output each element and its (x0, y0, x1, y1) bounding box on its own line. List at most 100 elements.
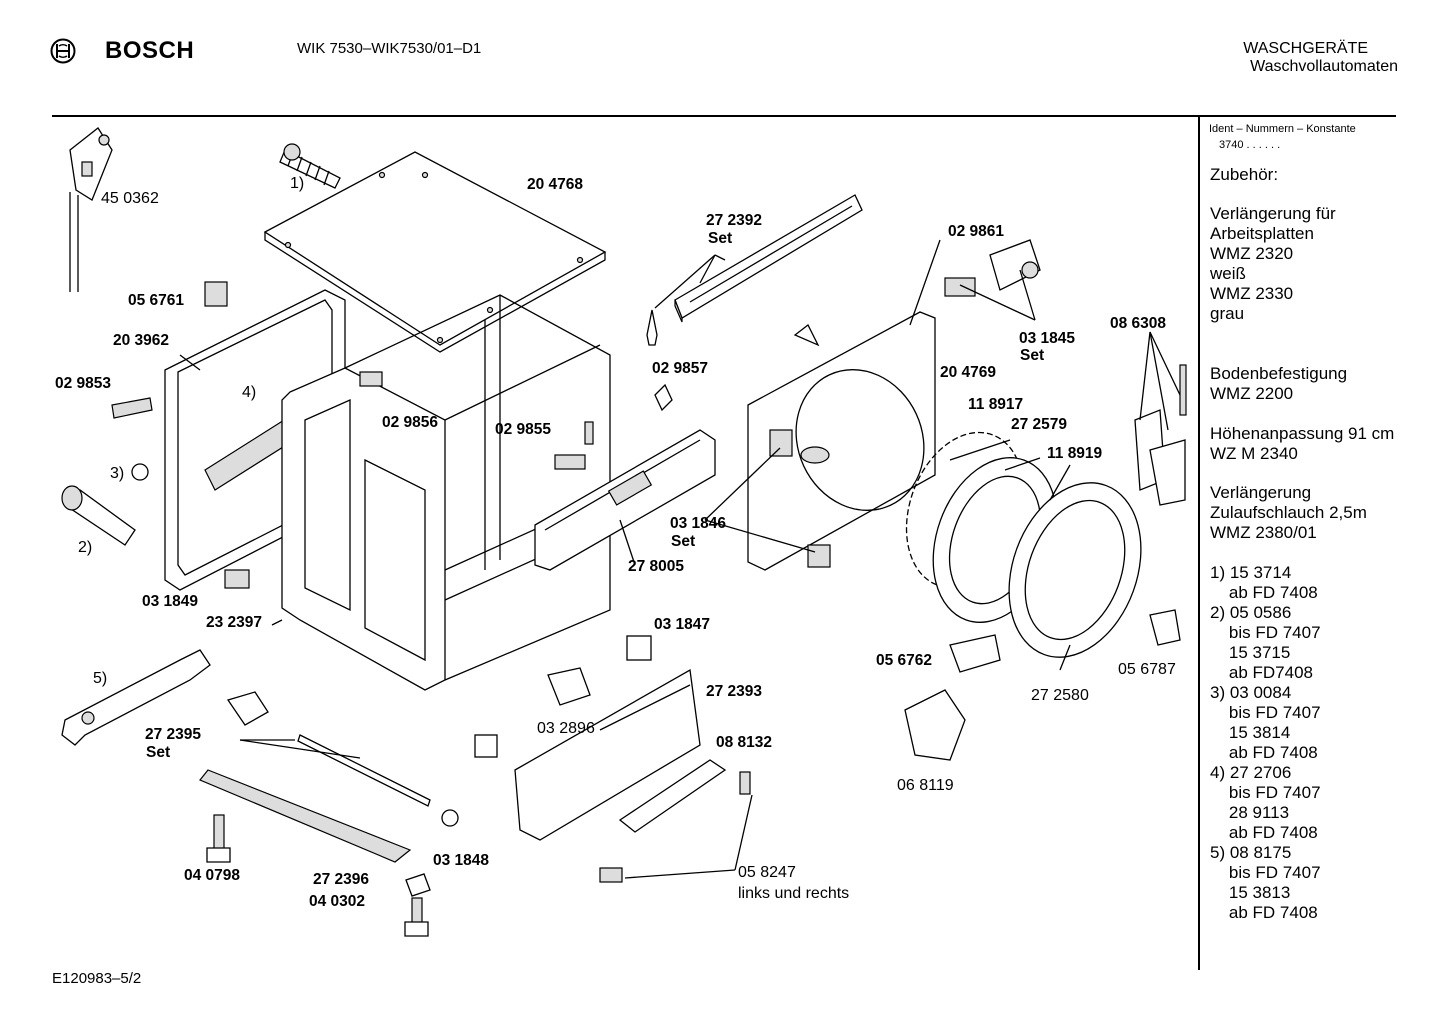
part-label: 06 8119 (897, 777, 954, 794)
clip-icon (111, 281, 751, 883)
accessory-line: weiß (1210, 264, 1246, 283)
part-label: 45 0362 (101, 190, 159, 207)
part-label: 03 2896 (537, 720, 595, 737)
header-divider (52, 115, 1396, 117)
footnote-line: 15 3814 (1210, 723, 1291, 742)
accessory-line: grau (1210, 304, 1245, 323)
part-label: 04 0302 (309, 893, 366, 910)
part-label: 11 8917 (968, 396, 1024, 413)
wrench-icon (61, 649, 211, 746)
footnote-marker: 4) (242, 384, 257, 401)
part-label: 27 2393 (706, 683, 763, 700)
footnote-line: 3) 03 0084 (1210, 683, 1292, 702)
sidebar-divider (1198, 117, 1200, 970)
accessory-line: Verlängerung (1210, 483, 1312, 502)
accessory-line: Arbeitsplatten (1210, 224, 1314, 243)
part-label: 05 6761 (128, 292, 185, 309)
brand-name: BOSCH (105, 37, 195, 64)
part-label: 27 2580 (1031, 687, 1089, 704)
foot-screw-icon (199, 691, 459, 937)
control-panel-icon (534, 429, 716, 571)
footnote-line: 15 3813 (1210, 883, 1291, 902)
footnote-line: bis FD 7407 (1210, 623, 1321, 642)
accessory-line: WMZ 2380/01 (1210, 523, 1317, 542)
accessory-line: WMZ 2200 (1210, 384, 1294, 403)
set-label: Set (146, 744, 171, 761)
part-label: 02 9857 (652, 360, 709, 377)
part-label: 02 9855 (495, 421, 552, 438)
footnote-line: ab FD 7408 (1210, 903, 1318, 922)
part-label: 27 2395 (145, 726, 202, 743)
part-label: 03 1847 (654, 616, 711, 633)
power-plug-icon (69, 127, 113, 292)
footnote-line: ab FD 7408 (1210, 743, 1318, 762)
part-label: 05 6787 (1118, 661, 1176, 678)
part-label: 27 2579 (1011, 416, 1068, 433)
accessory-line: WMZ 2330 (1210, 284, 1294, 303)
footnote-marker: 5) (93, 670, 108, 687)
door-handle-icon (904, 609, 1181, 761)
part-label: 03 1845 (1019, 330, 1076, 347)
part-label: 08 6308 (1110, 315, 1167, 332)
part-label: 20 3962 (113, 332, 170, 349)
hose-connector-icon (61, 485, 136, 546)
part-label: 11 8919 (1047, 445, 1103, 462)
part-label: 04 0798 (184, 867, 241, 884)
part-label: 05 8247 (738, 864, 796, 881)
bosch-logo (50, 38, 76, 64)
part-label: 02 9856 (382, 414, 439, 431)
accessory-line: WMZ 2320 (1210, 244, 1294, 263)
spring-hose-icon (279, 143, 341, 189)
footnote-marker: 2) (78, 539, 93, 556)
front-frame-icon (281, 294, 611, 691)
ident-title: Ident – Nummern – Konstante (1209, 123, 1356, 135)
exploded-parts-drawing (61, 127, 1187, 937)
drawing-code: E120983–5/2 (52, 970, 142, 987)
footnote-marker: 3) (110, 465, 125, 482)
footnote-line: ab FD 7408 (1210, 823, 1318, 842)
ident-value: 3740 . . . . . . (1219, 139, 1281, 151)
footnote-line: ab FD 7408 (1210, 583, 1318, 602)
part-label: 27 2392 (706, 212, 763, 229)
front-panel-icon (747, 311, 936, 571)
footnote-line: bis FD 7407 (1210, 863, 1321, 882)
part-label: 27 8005 (628, 558, 685, 575)
model-number: WIK 7530–WIK7530/01–D1 (297, 40, 482, 57)
footnote-line: 28 9113 (1210, 803, 1290, 822)
footnote-line: 2) 05 0586 (1210, 603, 1292, 622)
set-label: Set (1020, 347, 1045, 364)
accessory-line: Verlängerung für (1210, 204, 1336, 223)
part-label: 02 9861 (948, 223, 1005, 240)
footnote-line: 5) 08 8175 (1210, 843, 1292, 862)
category-line2: Waschvollautomaten (1250, 58, 1398, 75)
part-label: 03 1846 (670, 515, 727, 532)
part-label: 02 9853 (55, 375, 112, 392)
part-note: links und rechts (738, 885, 850, 902)
hinge-icon (1134, 364, 1187, 506)
accessory-line: Zulaufschlauch 2,5m (1210, 503, 1367, 522)
part-label: 03 1849 (142, 593, 199, 610)
footnote-line: 4) 27 2706 (1210, 763, 1292, 782)
part-label: 27 2396 (313, 871, 370, 888)
set-label: Set (708, 230, 733, 247)
footnote-line: 15 3715 (1210, 643, 1291, 662)
door-seal-icon (905, 431, 1142, 658)
base-rail-icon (514, 667, 727, 841)
part-label: 05 6762 (876, 652, 933, 669)
category-line1: WASCHGERÄTE (1243, 40, 1368, 57)
footnote-marker: 1) (290, 175, 305, 192)
accessory-line: Höhenanpassung 91 cm (1210, 424, 1395, 443)
part-label: 20 4769 (940, 364, 997, 381)
part-label: 23 2397 (206, 614, 263, 631)
footnote-line: bis FD 7407 (1210, 783, 1321, 802)
part-label: 08 8132 (716, 734, 773, 751)
footnote-line: bis FD 7407 (1210, 703, 1321, 722)
leader-lines (179, 239, 1181, 879)
rail-strip-icon (646, 194, 863, 346)
footnote-line: ab FD7408 (1210, 663, 1314, 682)
bosch-armature-icon (50, 38, 76, 64)
accessory-line: WZ M 2340 (1210, 444, 1298, 463)
part-label: 20 4768 (527, 176, 584, 193)
accessories-title: Zubehör: (1210, 165, 1279, 184)
accessory-line: Bodenbefestigung (1210, 364, 1348, 383)
